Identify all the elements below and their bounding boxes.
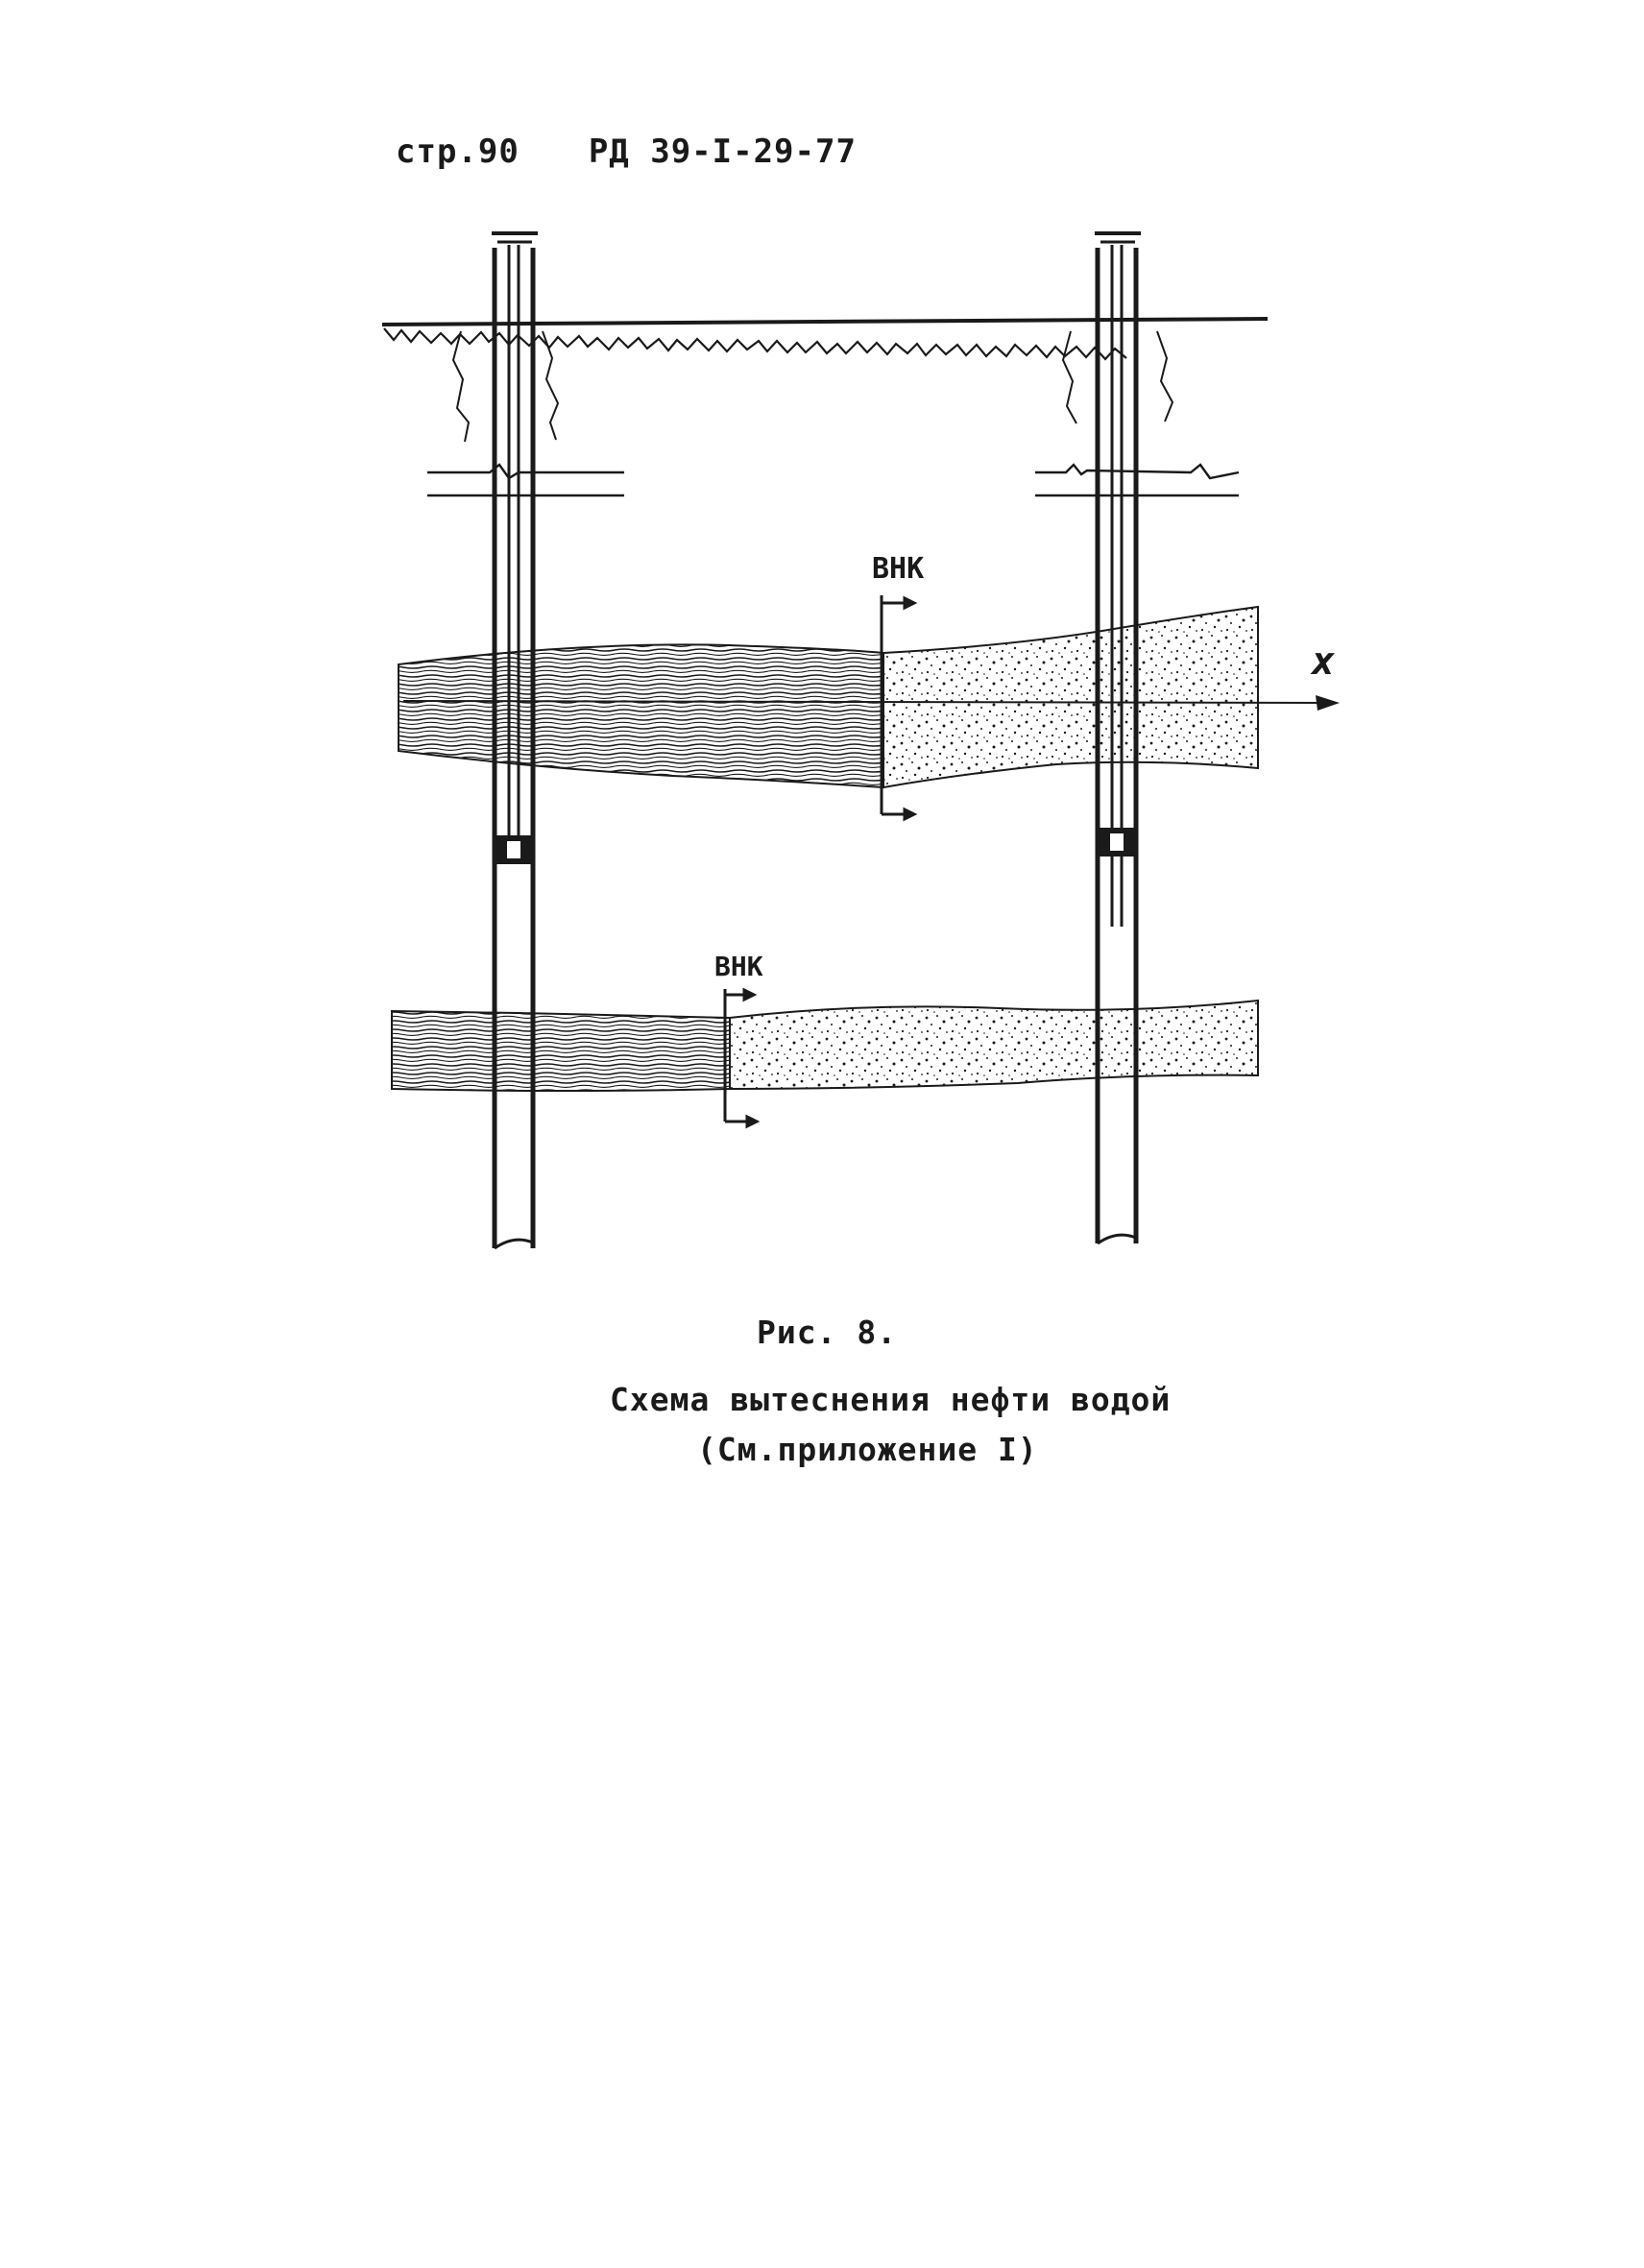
lower-reservoir-layer: [391, 999, 1259, 1092]
x-axis-label: x: [1310, 639, 1335, 684]
upper-contact-label: ВНК: [872, 552, 924, 586]
figure-number: Рис. 8.: [757, 1314, 898, 1351]
page-number: стр.90: [396, 133, 520, 171]
right-well: [1095, 231, 1141, 1245]
page-header: стр.90 РД 39-I-29-77: [396, 133, 857, 171]
document-code: РД 39-I-29-77: [588, 133, 857, 171]
upper-reservoir-layer: [398, 605, 1259, 789]
lower-contact-label: ВНК: [714, 951, 763, 982]
x-axis-arrow: [402, 695, 1340, 711]
figure-title: Схема вытеснения нефти водой: [610, 1381, 1172, 1418]
ground-surface: [381, 317, 1269, 443]
oil-displacement-diagram: x ВНК ВНК: [381, 231, 1340, 1250]
left-well: [492, 231, 538, 1250]
lower-contact-marker: [723, 987, 761, 1129]
figure-reference: (См.приложение I): [697, 1431, 1038, 1468]
upper-contact-marker: [880, 595, 918, 822]
depth-break-lines: [427, 463, 1240, 497]
